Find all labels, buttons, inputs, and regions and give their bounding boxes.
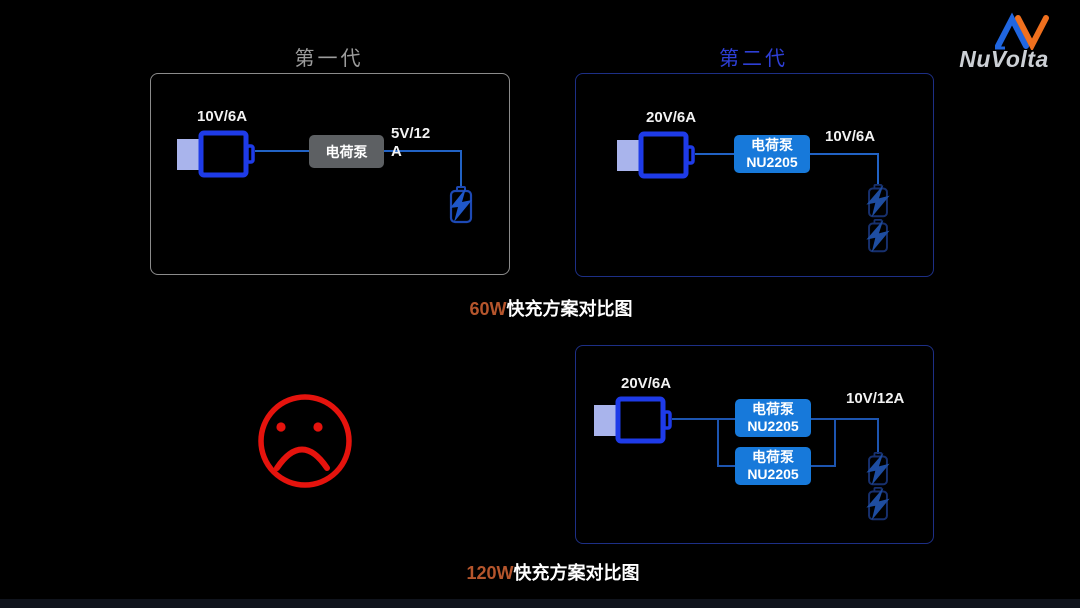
gen2-120w-wire-out	[834, 418, 879, 420]
gen2-60w-output-label: 10V/6A	[825, 128, 876, 145]
usb-connector-icon	[594, 396, 672, 444]
gen1-charge-pump-box: 电荷泵	[309, 135, 384, 168]
charge-pump-part-number: NU2205	[747, 466, 799, 482]
gen2-120w-wire-out-a	[811, 418, 836, 420]
battery-charging-icon	[864, 452, 892, 486]
battery-charging-icon	[864, 184, 892, 218]
gen2-120w-input-label: 20V/6A	[621, 375, 672, 392]
gen2-120w-charge-pump-box-b: 电荷泵 NU2205	[735, 447, 811, 485]
gen2-120w-charge-pump-box-a: 电荷泵 NU2205	[735, 399, 811, 437]
gen2-title: 第二代	[719, 48, 788, 70]
caption-120w: 120W快充方案对比图	[353, 559, 753, 585]
charge-pump-part-number: NU2205	[746, 154, 798, 170]
gen1-wire-in	[255, 150, 309, 152]
bottom-strip	[0, 599, 1080, 608]
gen2-60w-wire-down	[877, 154, 879, 185]
charge-pump-label: 电荷泵	[752, 401, 794, 417]
charge-pump-label: 电荷泵	[325, 143, 368, 160]
gen1-output-label: 5V/12 A	[391, 125, 431, 160]
battery-charging-icon	[864, 219, 892, 253]
caption-60w-highlight: 60W	[469, 299, 507, 319]
gen2-60w-charge-pump-box: 电荷泵 NU2205	[734, 135, 810, 173]
caption-120w-highlight: 120W	[466, 563, 514, 583]
gen2-120w-output-label: 10V/12A	[846, 390, 905, 407]
gen2-60w-input-label: 20V/6A	[646, 109, 697, 126]
battery-charging-icon	[864, 487, 892, 521]
battery-charging-icon	[447, 186, 475, 224]
gen2-60w-wire-in	[695, 153, 734, 155]
gen1-input-label: 10V/6A	[197, 108, 248, 125]
gen2-60w-wire-out	[810, 153, 879, 155]
gen1-title: 第一代	[294, 48, 364, 70]
nuvolta-logo-icon	[995, 12, 1049, 50]
sad-face-icon	[258, 394, 352, 488]
gen2-120w-wire-in	[672, 418, 719, 420]
caption-120w-text: 快充方案对比图	[513, 563, 640, 583]
gen1-wire-out	[384, 150, 462, 152]
usb-connector-icon	[617, 131, 695, 179]
charge-pump-label: 电荷泵	[751, 137, 793, 153]
charge-pump-label: 电荷泵	[752, 449, 794, 465]
gen2-120w-wire-out-b	[811, 465, 836, 467]
gen2-120w-wire-down	[877, 418, 879, 454]
gen2-120w-wire-to-pump-b	[717, 465, 735, 467]
gen2-120w-wire-to-pump-a	[717, 418, 735, 420]
gen2-120w-merge-junction	[834, 418, 836, 467]
nuvolta-logo-text: NuVolta	[959, 46, 1049, 72]
caption-60w-text: 快充方案对比图	[506, 299, 633, 319]
usb-connector-icon	[177, 130, 255, 178]
charge-pump-part-number: NU2205	[747, 418, 799, 434]
caption-60w: 60W快充方案对比图	[351, 295, 751, 321]
gen2-120w-split-junction	[717, 418, 719, 467]
gen1-wire-down	[460, 151, 462, 188]
